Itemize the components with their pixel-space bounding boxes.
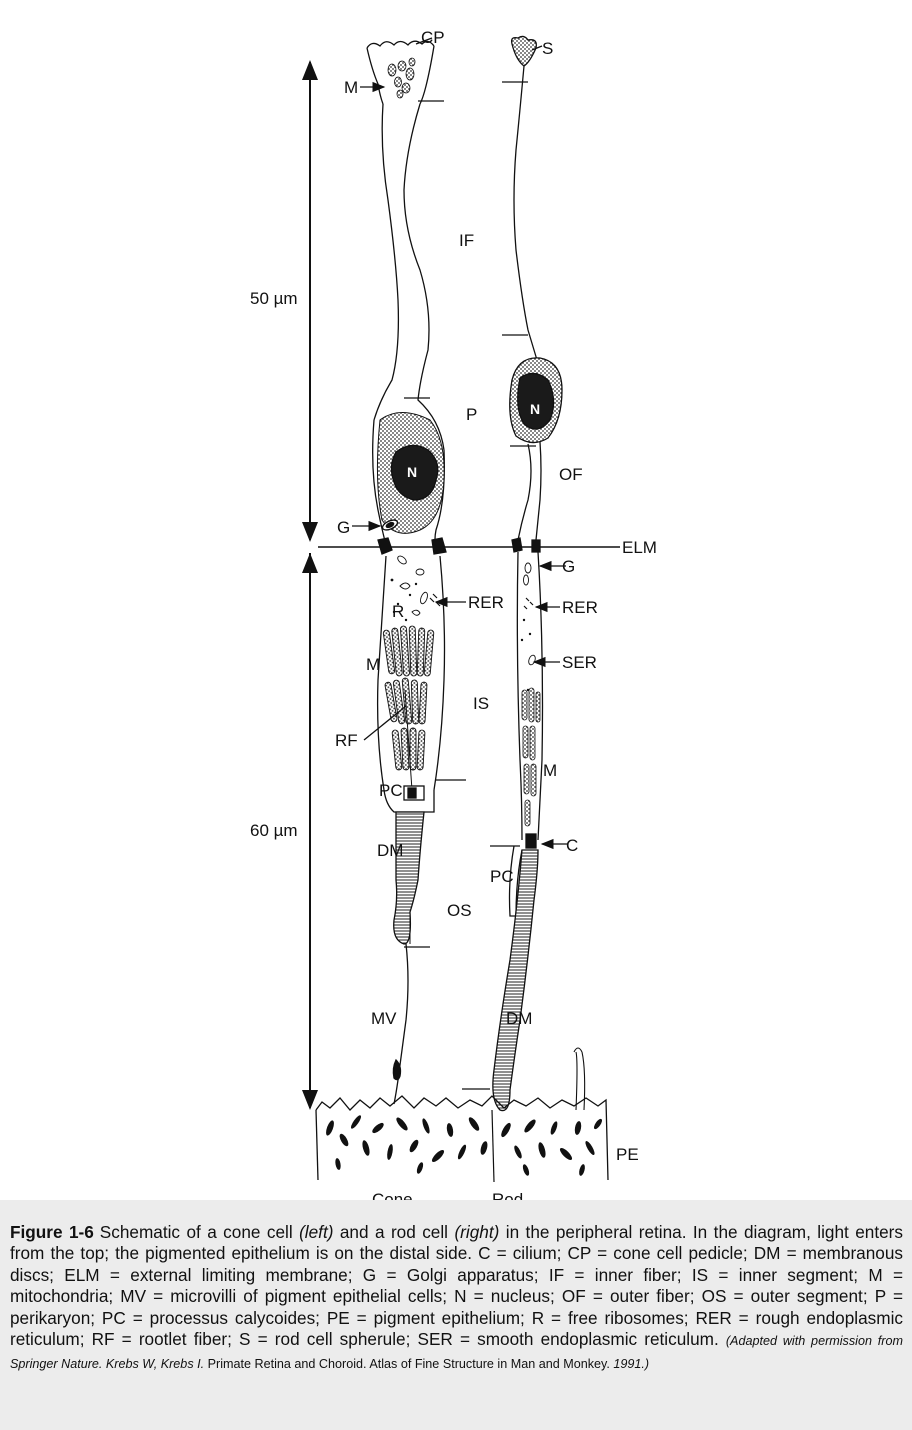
diagram-labels: CP S M IF P N N OF G ELM G RER RER R M S… — [335, 28, 657, 1200]
label-m-top: M — [344, 78, 358, 97]
label-rer-right: RER — [562, 598, 598, 617]
caption-left: (left) — [299, 1222, 334, 1242]
figure-label: Figure 1-6 — [10, 1222, 94, 1242]
boundary-ticks — [404, 81, 536, 1090]
label-pc-left: PC — [379, 781, 403, 800]
caption-right: (right) — [454, 1222, 500, 1242]
label-ser: SER — [562, 653, 597, 672]
pigment-epithelium — [315, 1095, 609, 1183]
label-cp: CP — [421, 28, 445, 47]
rod-cell — [492, 35, 586, 1112]
label-s: S — [542, 39, 553, 58]
retina-cell-diagram: 50 µm 60 µm — [250, 28, 657, 1200]
label-r: R — [392, 602, 404, 621]
label-mv: MV — [371, 1009, 397, 1028]
caption-text-3: in the peripheral retina. In the diagram… — [10, 1222, 903, 1350]
rod-nucleus — [517, 372, 555, 430]
label-rer-left: RER — [468, 593, 504, 612]
scale-bar-lower — [302, 553, 318, 1110]
label-pe: PE — [616, 1145, 639, 1164]
label-elm: ELM — [622, 538, 657, 557]
scale-bar-upper — [302, 60, 318, 542]
cone-nucleus — [390, 444, 439, 501]
credit-text: (Adapted with permission from Springer N… — [10, 1334, 903, 1372]
label-of: OF — [559, 465, 583, 484]
label-n-cone: N — [407, 464, 417, 480]
caption-text-1: Schematic of a cone cell — [99, 1222, 300, 1242]
label-pointers — [352, 37, 568, 850]
label-g-left: G — [337, 518, 350, 537]
caption-background — [0, 1200, 912, 1430]
label-n-rod: N — [530, 401, 540, 417]
credit-year: 1991.) — [613, 1357, 650, 1372]
label-p: P — [466, 405, 477, 424]
label-dm-right: DM — [506, 1009, 532, 1028]
label-m-cone: M — [366, 655, 380, 674]
label-pc-right: PC — [490, 867, 514, 886]
label-os: OS — [447, 901, 472, 920]
label-rf: RF — [335, 731, 358, 750]
cone-cell — [366, 40, 447, 1105]
label-g-right: G — [562, 557, 575, 576]
label-dm-left: DM — [377, 841, 403, 860]
caption-credit: (Adapted with permission from Springer N… — [10, 1334, 903, 1371]
label-m-rod: M — [543, 761, 557, 780]
scale-label-60um: 60 µm — [250, 821, 298, 840]
label-cone: Cone — [372, 1190, 413, 1200]
label-if: IF — [459, 231, 474, 250]
credit-book: Primate Retina and Choroid. Atlas of Fin… — [207, 1357, 610, 1372]
scale-label-50um: 50 µm — [250, 289, 298, 308]
label-rod: Rod — [492, 1190, 523, 1200]
label-is: IS — [473, 694, 489, 713]
caption-text-2: and a rod cell — [333, 1222, 455, 1242]
label-c: C — [566, 836, 578, 855]
